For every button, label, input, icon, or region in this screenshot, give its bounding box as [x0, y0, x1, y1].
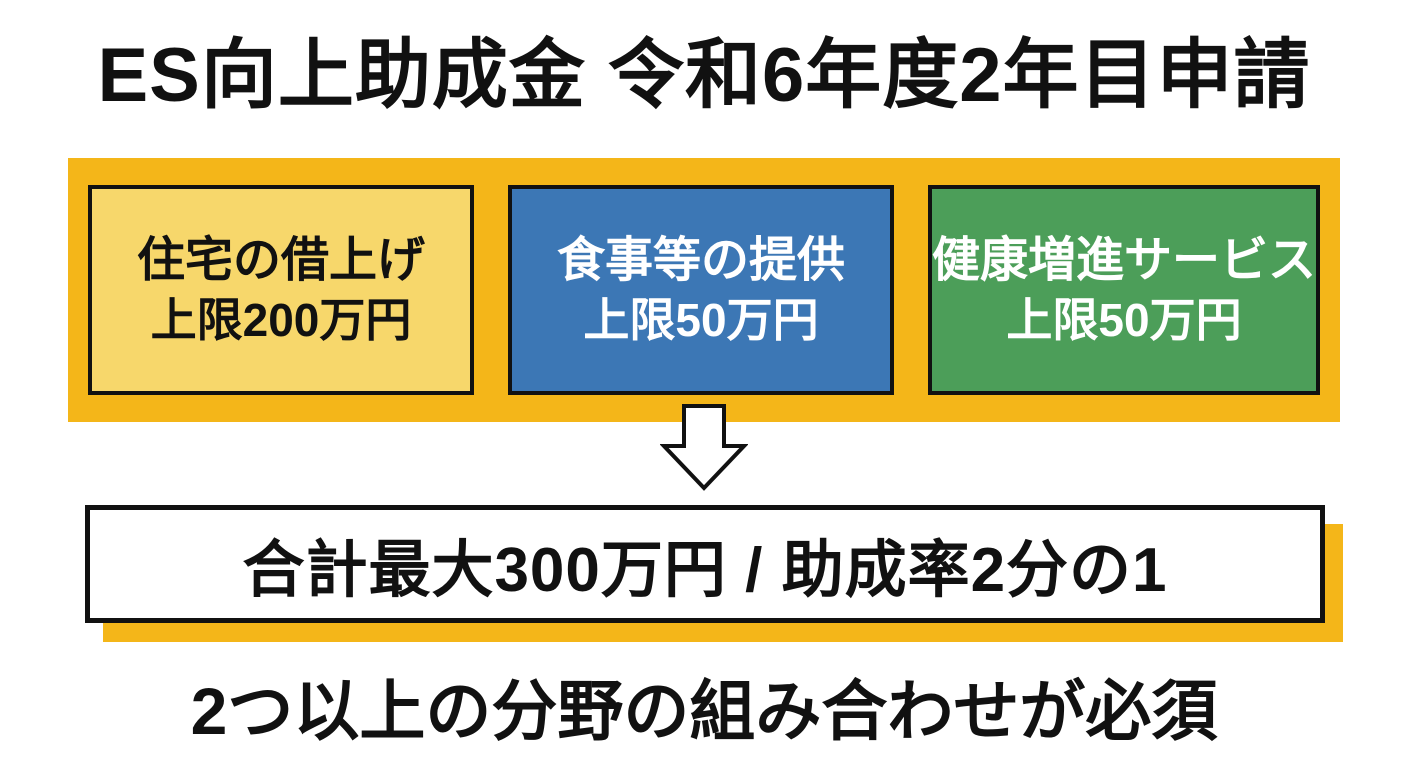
category-name: 食事等の提供 — [556, 234, 845, 287]
category-band: 住宅の借上げ 上限200万円 食事等の提供 上限50万円 健康増進サービス 上限… — [68, 158, 1340, 422]
category-box-housing: 住宅の借上げ 上限200万円 — [88, 185, 474, 395]
category-limit: 上限50万円 — [583, 294, 819, 346]
category-limit: 上限200万円 — [150, 294, 412, 346]
down-arrow-icon — [659, 404, 749, 492]
category-limit: 上限50万円 — [1006, 294, 1242, 346]
category-box-meals: 食事等の提供 上限50万円 — [508, 185, 894, 395]
page-title: ES向上助成金 令和6年度2年目申請 — [97, 33, 1311, 118]
total-box: 合計最大300万円 / 助成率2分の1 — [85, 505, 1325, 623]
footer-note: 2つ以上の分野の組み合わせが必須 — [190, 674, 1218, 748]
total-label: 合計最大300万円 / 助成率2分の1 — [242, 536, 1168, 605]
category-box-health: 健康増進サービス 上限50万円 — [928, 185, 1321, 395]
category-name: 健康増進サービス — [932, 234, 1317, 287]
category-name: 住宅の借上げ — [136, 234, 425, 287]
